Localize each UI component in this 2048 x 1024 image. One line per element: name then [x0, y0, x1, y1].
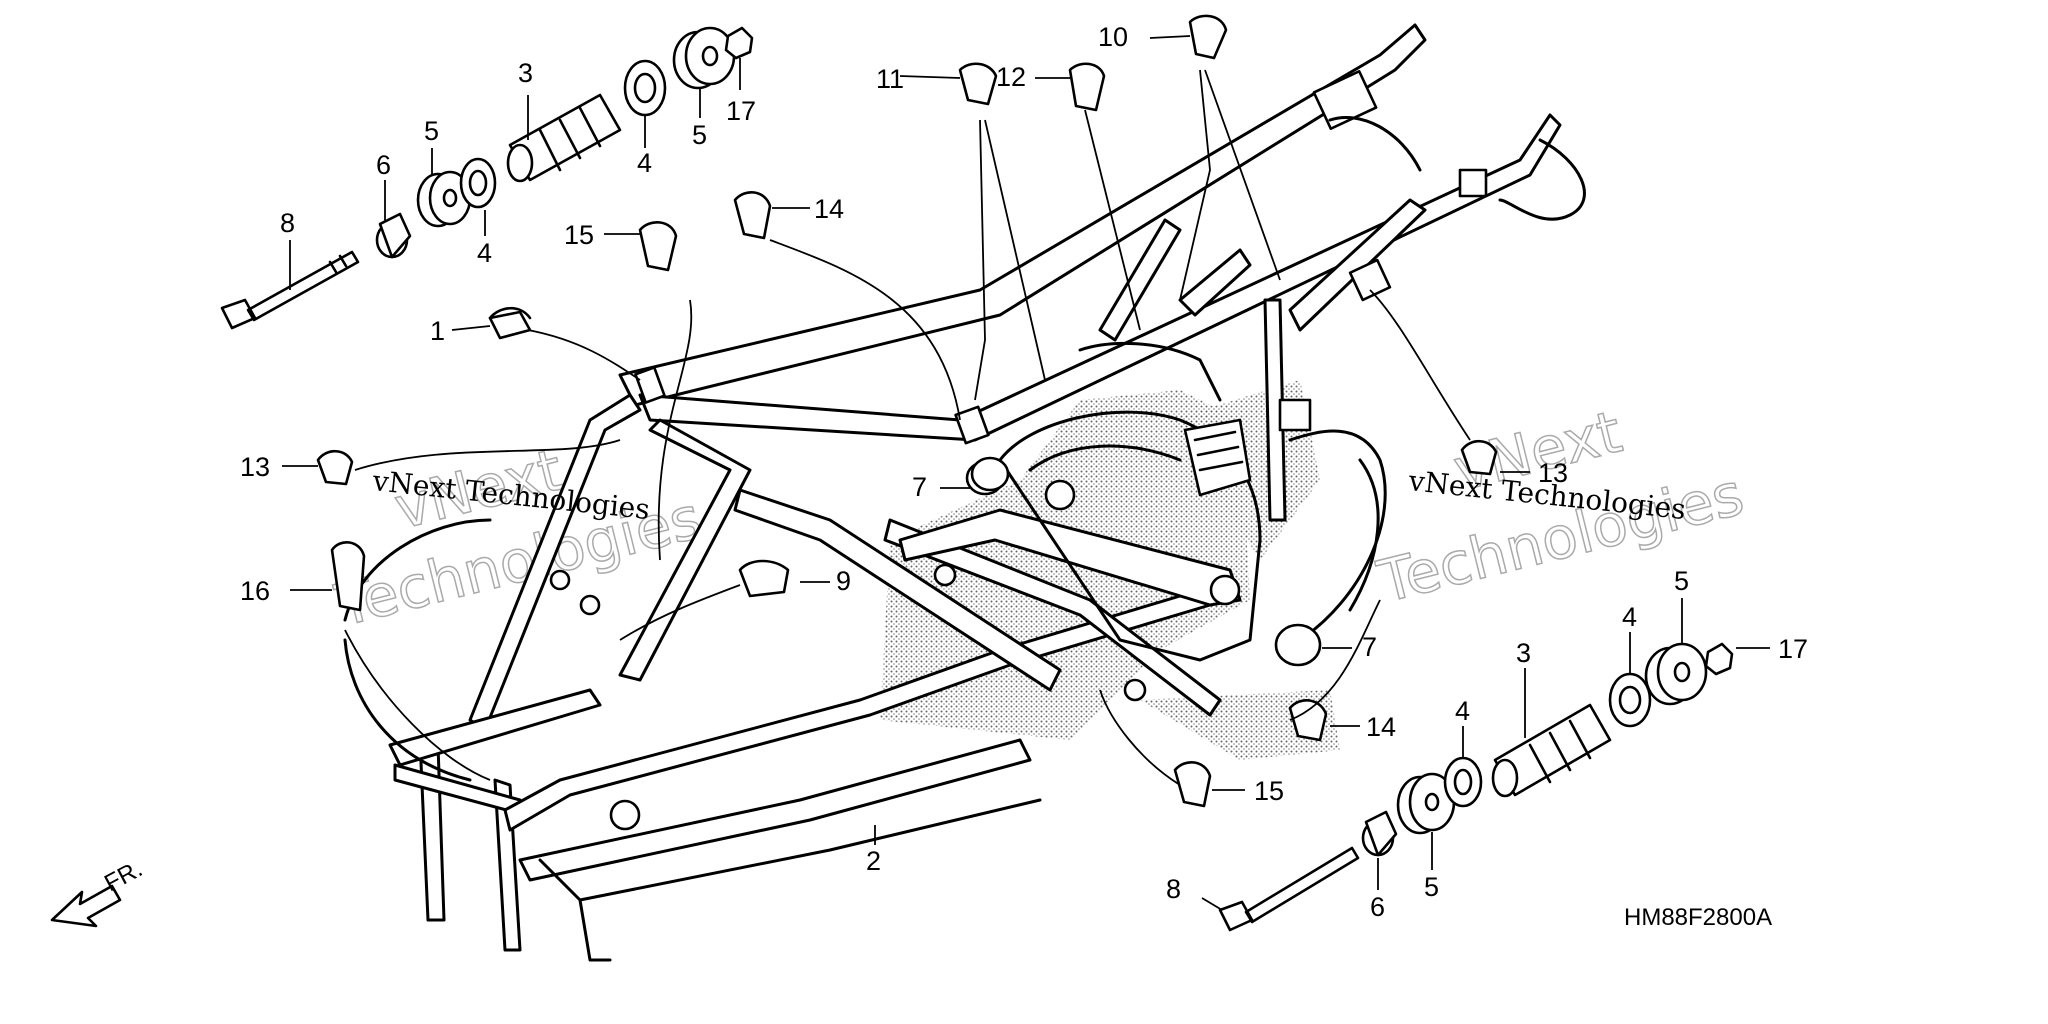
callout-labels: 1 2 3 3 4 4 4 4 5 5 5 5 6 6 7 7 8 8 9 10… — [240, 22, 1808, 922]
bearing-4-bottom-left — [1443, 756, 1483, 808]
bearing-4-bottom-right — [1608, 672, 1652, 728]
clamp-10 — [1188, 14, 1228, 60]
washer-5-top-right — [672, 26, 736, 90]
callout-4-top-left: 4 — [477, 238, 492, 268]
callout-6-bottom: 6 — [1370, 892, 1385, 922]
cap-7-lower — [1274, 623, 1322, 667]
callout-5-top-right: 5 — [692, 120, 707, 150]
clamp-16 — [330, 541, 366, 612]
callout-8-top: 8 — [280, 208, 295, 238]
callout-15-bottom: 15 — [1254, 776, 1284, 806]
callout-10: 10 — [1098, 22, 1128, 52]
frame-body — [343, 23, 1586, 962]
bearing-4-top-left — [459, 157, 497, 209]
callout-7-upper: 7 — [912, 472, 927, 502]
callout-2: 2 — [866, 846, 881, 876]
clamp-15-bottom — [1173, 761, 1212, 808]
diagram-code: HM88F2800A — [1624, 904, 1772, 931]
washer-5-bottom-left — [1396, 772, 1456, 835]
callout-17-bottom: 17 — [1778, 634, 1808, 664]
callout-12: 12 — [996, 62, 1026, 92]
front-direction-arrow: FR. — [50, 855, 147, 928]
cap-7-upper — [965, 456, 1010, 496]
callout-7-lower: 7 — [1362, 632, 1377, 662]
clamp-9 — [738, 559, 790, 598]
callout-3-bottom: 3 — [1516, 638, 1531, 668]
callout-5-top-left: 5 — [424, 116, 439, 146]
callout-16: 16 — [240, 576, 270, 606]
callout-1: 1 — [430, 316, 445, 346]
collar-6-top — [375, 212, 412, 259]
callout-15-top: 15 — [564, 220, 594, 250]
clamp-11 — [958, 62, 998, 106]
nut-17-top — [724, 26, 754, 60]
sprocket-hub-3-top — [506, 93, 622, 183]
callout-4-top-right: 4 — [637, 148, 652, 178]
callout-3-top: 3 — [518, 58, 533, 88]
callout-13-left: 13 — [240, 452, 270, 482]
washer-5-bottom-right — [1644, 642, 1708, 706]
callout-4-bottom-left: 4 — [1455, 696, 1470, 726]
leader-lines — [282, 35, 1770, 911]
clamp-13-right — [1460, 439, 1498, 476]
bearing-4-top-right — [623, 59, 667, 117]
callout-5-bottom-right: 5 — [1674, 566, 1689, 596]
nut-17-bottom — [1704, 642, 1734, 676]
clamp-15-top — [638, 221, 678, 272]
callout-8-bottom: 8 — [1166, 874, 1181, 904]
bolt-8-top — [220, 250, 360, 330]
callout-4-bottom-right: 4 — [1622, 602, 1637, 632]
sprocket-hub-3-bottom — [1491, 703, 1612, 798]
callout-14-top: 14 — [814, 194, 844, 224]
callout-6-top: 6 — [376, 150, 391, 180]
callout-9: 9 — [836, 566, 851, 596]
callout-14-bottom: 14 — [1366, 712, 1396, 742]
callout-17-top: 17 — [726, 96, 756, 126]
clamp-13-left — [316, 449, 354, 486]
clamp-12 — [1068, 62, 1106, 112]
callout-11: 11 — [876, 64, 904, 94]
clamp-1 — [488, 306, 532, 340]
collar-6-bottom — [1361, 810, 1398, 857]
bolt-8-bottom — [1218, 846, 1360, 932]
callout-5-bottom-left: 5 — [1424, 872, 1439, 902]
clamp-14-top — [733, 191, 772, 240]
callout-13-right: 13 — [1538, 458, 1568, 488]
